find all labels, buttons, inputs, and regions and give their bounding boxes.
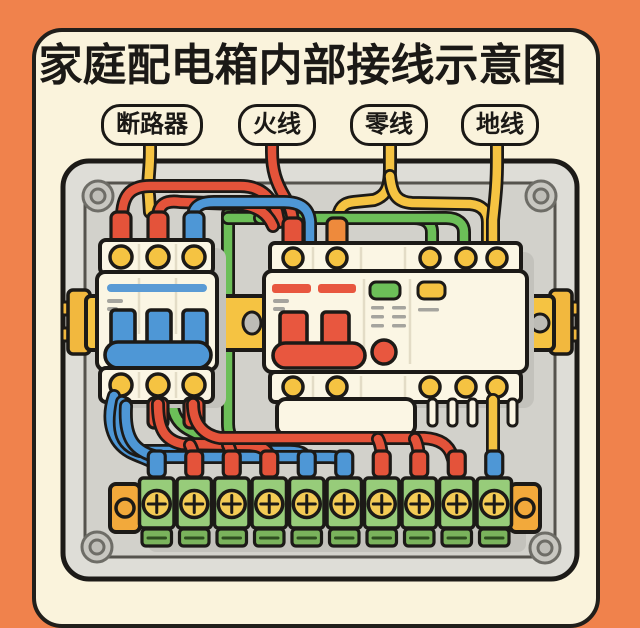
terminal-block (362, 476, 401, 548)
wire-sleeve-red (259, 449, 280, 479)
terminal-block (475, 476, 514, 548)
incoming-wires (115, 133, 504, 253)
wire-sleeve-blue (334, 449, 355, 479)
terminal-strip-right-tab (508, 482, 542, 534)
terminal-block (250, 476, 289, 548)
distribution-box-illustration (60, 133, 580, 582)
rcd-pin (506, 397, 519, 428)
terminal-sleeves (146, 449, 505, 479)
rcd-toggles-red (271, 310, 367, 370)
rcd-breaker (262, 216, 534, 437)
rcd-pin (446, 397, 459, 428)
breaker-toggles-blue (103, 308, 213, 370)
corner-screws (80, 179, 562, 565)
rcd-stripe (272, 284, 311, 293)
terminal-block (287, 476, 326, 548)
wire-sleeve-blue (146, 449, 167, 479)
corner-screw-icon (524, 179, 558, 213)
label-pill-neutral: 零线 (350, 104, 428, 146)
rcd-pin (466, 397, 479, 428)
terminal-blocks (137, 476, 514, 548)
rcd-pin (426, 397, 439, 428)
page-title: 家庭配电箱内部接线示意图 (38, 40, 567, 91)
wire-sleeve-red (409, 449, 430, 479)
leader-breaker (144, 135, 155, 217)
wire-sleeve-red (184, 449, 205, 479)
corner-screw-icon (81, 179, 115, 213)
label-pill-breaker: 断路器 (101, 104, 203, 146)
test-button (370, 338, 398, 366)
terminal-block (175, 476, 214, 548)
leader-ground (488, 135, 502, 251)
wire-sleeve-red (371, 449, 392, 479)
terminal-strip-left-tab (108, 482, 142, 534)
terminal-block (437, 476, 476, 548)
breaker-stripe (107, 284, 207, 292)
corner-screw-icon (528, 531, 562, 565)
rcd-stripe (318, 284, 356, 293)
terminal-block (325, 476, 364, 548)
label-pill-ground: 地线 (461, 104, 539, 146)
rcd-cover-plate (275, 397, 417, 437)
corner-screw-icon (80, 530, 114, 564)
yellow-indicator (416, 280, 447, 301)
label-pill-live: 火线 (238, 104, 316, 146)
wire-sleeve-red (446, 449, 467, 479)
poster: 家庭配电箱内部接线示意图 断路器 火线 零线 地线 (32, 28, 600, 628)
wire-sleeve-blue (296, 449, 317, 479)
rail-hole (241, 310, 263, 336)
terminal-block (137, 476, 176, 548)
terminal-block (400, 476, 439, 548)
wire-sleeve-blue (484, 449, 505, 479)
page: { "title": "家庭配电箱内部接线示意图", "legend": [ {… (32, 28, 600, 628)
green-indicator (368, 280, 402, 301)
terminal-strip (108, 476, 542, 552)
terminal-block (212, 476, 251, 548)
wire-sleeve-red (221, 449, 242, 479)
